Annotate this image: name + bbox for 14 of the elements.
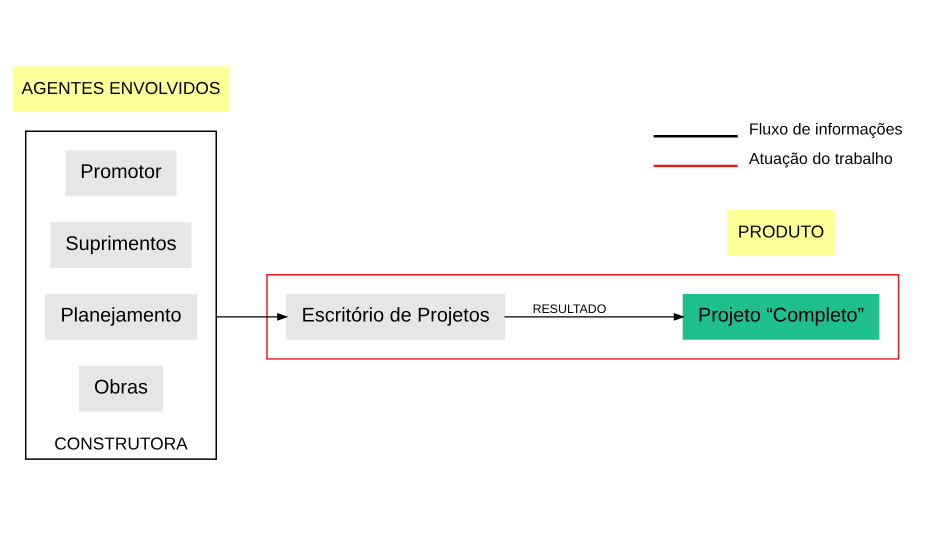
label: AGENTES ENVOLVIDOS (22, 77, 220, 98)
label: PRODUTO (738, 220, 824, 241)
node-box: Planejamento (44, 293, 198, 340)
cluster (266, 274, 900, 360)
node-box: Projeto “Completo” (682, 293, 880, 340)
legend-label: Fluxo de informações (748, 120, 903, 138)
node-box: Obras (78, 365, 164, 412)
node-box: Promotor (65, 150, 177, 196)
arrow (216, 312, 288, 320)
edge-label: RESULTADO (532, 302, 606, 316)
node-box: Escritório de Projetos (286, 293, 506, 340)
arrow (504, 312, 685, 320)
legend-label: Atuação do trabalho (748, 149, 893, 168)
node-box: Suprimentos (50, 222, 192, 268)
